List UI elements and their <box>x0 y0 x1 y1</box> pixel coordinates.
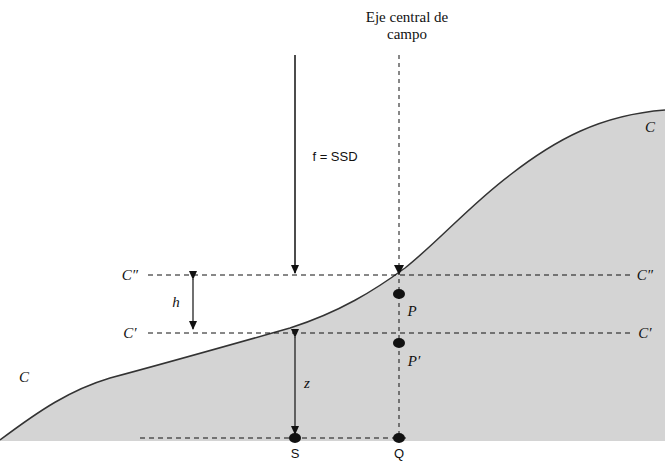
h-arrow <box>192 279 193 329</box>
level-label: C″ <box>637 267 653 284</box>
z-arrow <box>294 337 295 434</box>
level-label: C′ <box>638 325 651 342</box>
level-label: C″ <box>122 267 138 284</box>
point-label: Q <box>394 447 404 462</box>
point-label: P′ <box>408 353 420 370</box>
dimension-label: z <box>304 375 310 392</box>
contour-label: C <box>645 119 655 136</box>
arrowhead <box>394 265 404 275</box>
point-label: P <box>407 303 416 320</box>
bottom-ground <box>0 441 665 465</box>
level-label: C′ <box>123 325 136 342</box>
dimension-label: h <box>172 294 180 311</box>
point-dot <box>289 433 301 443</box>
axis-title: Eje central de campo <box>361 9 453 44</box>
point-dot <box>393 338 405 348</box>
distance-label: f = SSD <box>312 150 357 165</box>
point-dot <box>393 433 405 443</box>
patient-body <box>0 110 665 465</box>
contour-label: C <box>19 369 29 386</box>
ssd-arrow <box>294 55 296 273</box>
central-axis <box>399 55 400 438</box>
dashed-line <box>148 333 632 334</box>
point-label: S <box>291 447 300 462</box>
dashed-line <box>148 275 632 276</box>
dashed-line <box>140 438 410 439</box>
point-dot <box>393 289 405 299</box>
contour-line <box>0 110 665 440</box>
